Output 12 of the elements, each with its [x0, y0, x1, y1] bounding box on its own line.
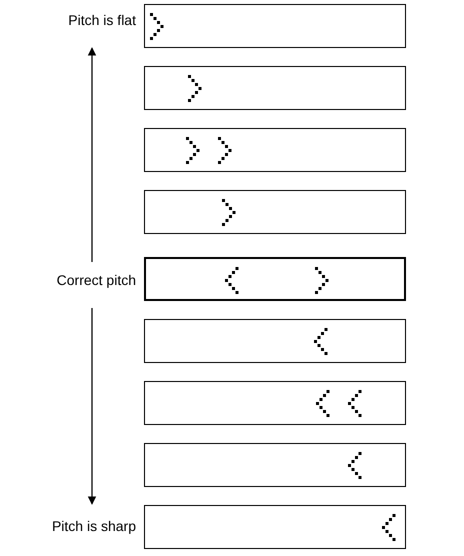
display-panel	[144, 128, 406, 172]
display-panel	[144, 190, 406, 234]
pitch-label: Pitch is sharp	[52, 518, 136, 534]
display-panel	[144, 4, 406, 48]
display-panel	[144, 66, 406, 110]
display-panel	[144, 381, 406, 425]
display-panel	[144, 257, 406, 301]
display-panel	[144, 443, 406, 487]
display-panel	[144, 319, 406, 363]
pitch-label: Correct pitch	[56, 272, 136, 288]
pitch-label: Pitch is flat	[68, 12, 136, 28]
display-panel	[144, 505, 406, 549]
